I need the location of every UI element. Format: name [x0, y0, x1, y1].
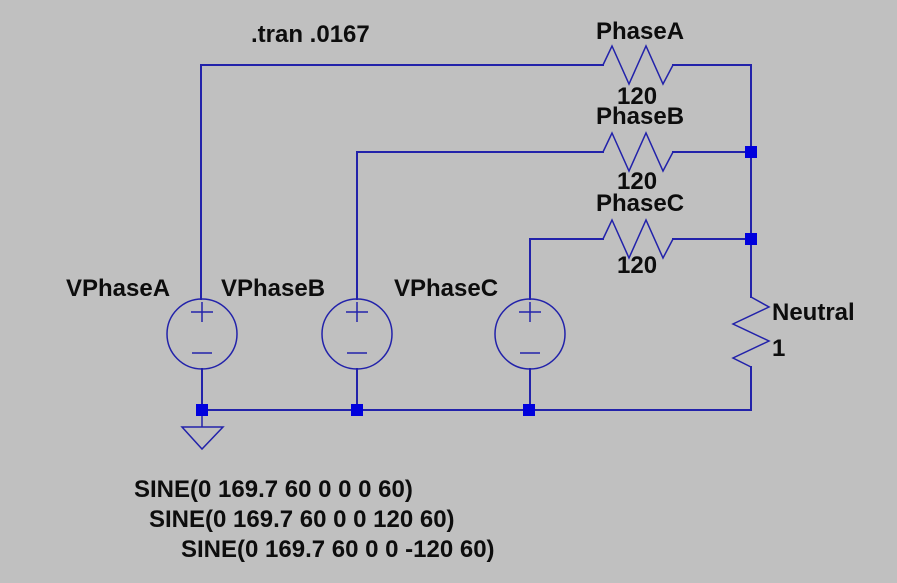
junction-dot — [351, 404, 363, 416]
directive-tran[interactable]: .tran .0167 — [251, 21, 370, 48]
net-phase-b-wires[interactable] — [356, 151, 752, 300]
source-circle — [321, 298, 393, 370]
source-vphasec-sine-value[interactable]: SINE(0 169.7 60 0 0 -120 60) — [181, 536, 495, 563]
ground-triangle — [180, 426, 225, 451]
resistor-phaseb-symbol[interactable] — [602, 131, 674, 173]
resistor-phasec-name[interactable]: PhaseC — [596, 190, 685, 217]
wire[interactable] — [201, 366, 752, 411]
resistor-neutral-name[interactable]: Neutral — [772, 299, 855, 326]
source-vphasec-name[interactable]: VPhaseC — [394, 275, 499, 302]
resistor-zigzag — [602, 44, 674, 86]
net-phase-c-wires[interactable] — [529, 238, 752, 300]
source-vphaseb-sine-value[interactable]: SINE(0 169.7 60 0 0 120 60) — [149, 506, 455, 533]
resistor-phasea-symbol[interactable] — [602, 44, 674, 86]
resistor-phasea-value[interactable]: 120 — [617, 83, 658, 110]
wire[interactable] — [356, 151, 604, 300]
wire[interactable] — [529, 238, 604, 300]
plus-sign — [346, 302, 368, 322]
net-ground-rail-wires[interactable] — [201, 366, 752, 411]
resistor-zigzag — [602, 218, 674, 260]
source-circle — [166, 298, 238, 370]
voltage-source-vphaseb-symbol[interactable] — [321, 298, 393, 370]
source-vphasea-sine-value[interactable]: SINE(0 169.7 60 0 0 0 60) — [134, 476, 413, 503]
junction-dot — [523, 404, 535, 416]
net-phase-a-wires[interactable] — [200, 64, 752, 300]
resistor-phasea-name[interactable]: PhaseA — [596, 18, 685, 45]
voltage-source-vphasea-symbol[interactable] — [166, 298, 238, 370]
resistor-phaseb-value[interactable]: 120 — [617, 168, 658, 195]
resistor-zigzag — [602, 131, 674, 173]
resistor-zigzag — [731, 296, 771, 368]
wire[interactable] — [672, 64, 752, 298]
resistor-neutral-symbol[interactable] — [731, 296, 771, 368]
source-vphaseb-name[interactable]: VPhaseB — [221, 275, 326, 302]
plus-sign — [519, 302, 541, 322]
resistor-phasec-symbol[interactable] — [602, 218, 674, 260]
resistor-phasec-value[interactable]: 120 — [617, 252, 658, 279]
resistor-neutral-value[interactable]: 1 — [772, 335, 786, 362]
wire[interactable] — [200, 64, 604, 300]
junction-dot — [196, 404, 208, 416]
source-circle — [494, 298, 566, 370]
resistor-phaseb-name[interactable]: PhaseB — [596, 103, 685, 130]
junction-dot — [745, 233, 757, 245]
source-vphasea-name[interactable]: VPhaseA — [66, 275, 171, 302]
plus-sign — [191, 302, 213, 322]
voltage-source-vphasec-symbol[interactable] — [494, 298, 566, 370]
junction-dot — [745, 146, 757, 158]
